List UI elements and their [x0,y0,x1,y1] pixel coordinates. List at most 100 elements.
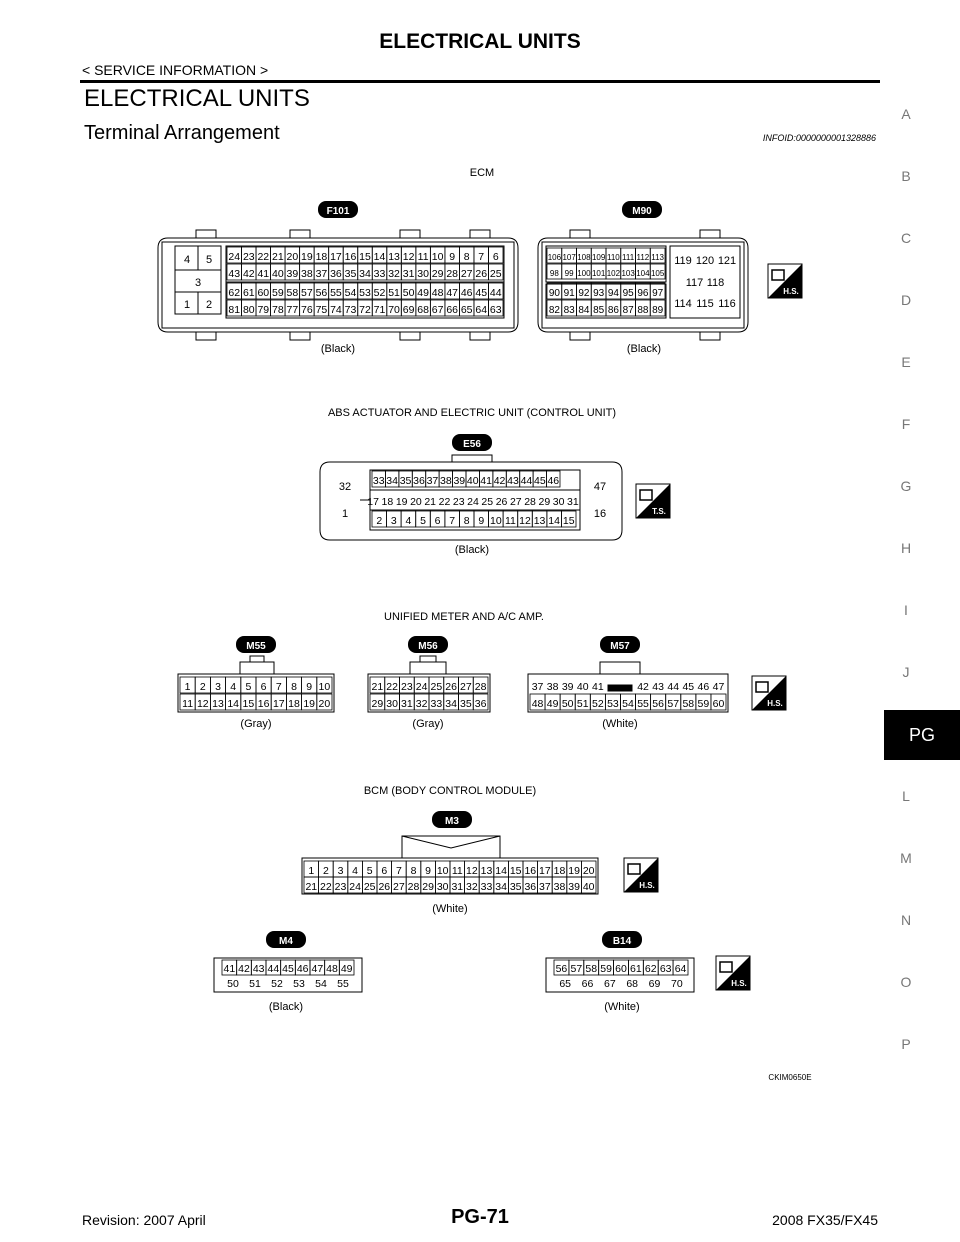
terminal-m56-33: 33 [431,698,443,710]
terminal-m3-29: 29 [422,881,434,893]
terminal-m3-36: 36 [524,881,536,893]
side-index-h[interactable]: H [900,540,912,556]
terminal-m55-12: 12 [197,698,209,710]
terminal-m3-9: 9 [425,865,431,877]
side-index-b[interactable]: B [901,168,911,184]
terminal-b14-56: 56 [556,963,568,975]
terminal-m3-23: 23 [335,881,347,893]
side-index-d[interactable]: D [900,292,912,308]
side-index-n[interactable]: N [900,912,912,928]
connector-color-m3: (White) [432,903,467,915]
side-index-f[interactable]: F [901,416,911,432]
terminal-m90-107: 107 [562,253,576,262]
terminal-m3-10: 10 [437,865,449,877]
footer-page-number: PG-71 [451,1206,509,1228]
terminal-m3-16: 16 [524,865,536,877]
terminal-m56-24: 24 [416,681,428,693]
connector-id-m4: M4 [279,936,293,947]
terminal-m3-33: 33 [481,881,493,893]
terminal-b14-70: 70 [671,978,683,990]
terminal-m56-22: 22 [386,681,398,693]
terminal-m4-52: 52 [271,978,283,990]
side-index-i[interactable]: I [904,602,908,618]
side-index-e[interactable]: E [901,354,911,370]
terminal-m3-2: 2 [323,865,329,877]
terminal-e56-28: 28 [524,496,536,508]
terminal-m90-85: 85 [593,305,605,316]
side-index-c[interactable]: C [900,230,912,246]
terminal-e56-5: 5 [420,515,426,527]
terminal-f101-30: 30 [417,268,429,280]
terminal-e56-3: 3 [391,515,397,527]
side-index-j[interactable]: J [902,664,910,680]
terminal-m3-27: 27 [393,881,405,893]
terminal-f101-60: 60 [257,287,269,299]
side-index-m[interactable]: M [900,850,912,866]
connector-color-e56: (Black) [455,544,489,556]
side-index-p[interactable]: P [901,1036,911,1052]
terminal-m4-55: 55 [337,978,349,990]
terminal-f101-37: 37 [316,268,328,280]
terminal-e56-21: 21 [424,496,436,508]
terminal-f101-78: 78 [272,304,284,316]
terminal-m56-26: 26 [445,681,457,693]
terminal-f101-65: 65 [461,304,473,316]
terminal-m57-50: 50 [562,698,574,710]
terminal-m3-1: 1 [308,865,314,877]
terminal-m3-17: 17 [539,865,551,877]
terminal-e56-40: 40 [467,475,479,487]
terminal-m57-40: 40 [577,681,589,693]
terminal-m57-58: 58 [682,698,694,710]
terminal-m90-96: 96 [637,288,649,299]
terminal-f101-55: 55 [330,287,342,299]
terminal-e56-29: 29 [538,496,550,508]
terminal-m90-98: 98 [550,269,559,278]
terminal-m55-10: 10 [319,681,331,693]
terminal-m4-51: 51 [249,978,261,990]
header-rule [80,80,880,83]
terminal-m3-15: 15 [510,865,522,877]
terminal-e56-24: 24 [467,496,479,508]
terminal-m4-47: 47 [311,963,323,975]
terminal-m90-83: 83 [564,305,576,316]
terminal-cell [649,263,666,280]
terminal-f101-23: 23 [243,251,255,263]
terminal-f101-68: 68 [417,304,429,316]
terminal-f101-39: 39 [287,268,299,280]
terminal-e56-14: 14 [548,515,560,527]
terminal-m56-34: 34 [445,698,457,710]
side-index-active-tab[interactable]: PG [884,710,960,760]
svg-text:H.S.: H.S. [639,881,655,890]
terminal-b14-57: 57 [570,963,582,975]
terminal-f101-53: 53 [359,287,371,299]
terminal-m56-23: 23 [401,681,413,693]
terminal-f101-69: 69 [403,304,415,316]
connector-color-m4: (Black) [269,1001,303,1013]
terminal-m90-119: 119 [674,255,692,267]
side-index-o[interactable]: O [900,974,912,990]
terminal-m3-11: 11 [452,865,463,877]
harness-side-icon: H.S. [715,955,751,991]
terminal-m4-50: 50 [227,978,239,990]
harness-side-icon: H.S. [623,857,659,893]
terminal-f101-29: 29 [432,268,444,280]
terminal-m90-82: 82 [549,305,561,316]
side-index-l[interactable]: L [902,788,910,804]
terminal-cell [338,959,355,976]
terminal-b14-64: 64 [675,963,687,975]
connector-color-b14: (White) [604,1001,639,1013]
side-index-a[interactable]: A [901,106,911,122]
terminal-f101-50: 50 [403,287,415,299]
side-index-g[interactable]: G [900,478,912,494]
terminal-m55-7: 7 [276,681,282,693]
terminal-m90-115: 115 [696,298,714,310]
connector-id-m57: M57 [610,641,630,652]
terminal-m57-49: 49 [547,698,559,710]
terminal-m90-88: 88 [637,305,649,316]
terminal-m56-35: 35 [460,698,472,710]
terminal-f101-20: 20 [287,251,299,263]
terminal-m90-94: 94 [608,288,620,299]
terminal-e56-46: 46 [547,475,559,487]
terminal-b14-68: 68 [626,978,638,990]
